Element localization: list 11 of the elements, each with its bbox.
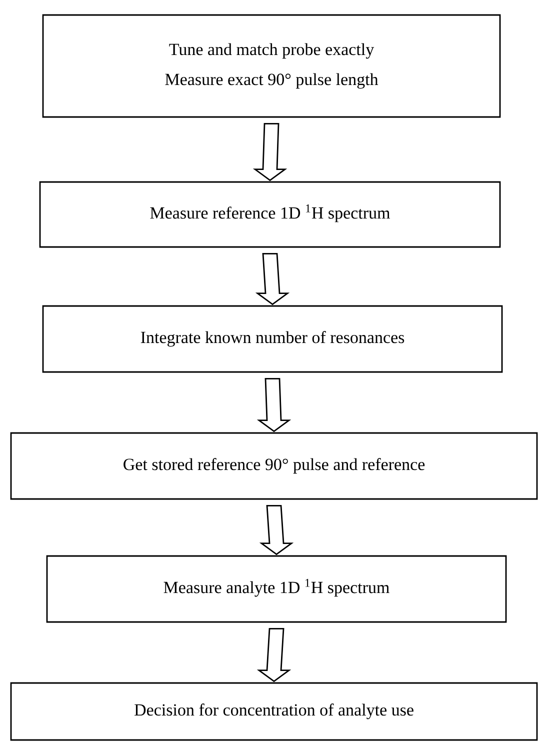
- block-arrow: [259, 505, 294, 556]
- process-box: Tune and match probe exactly Measure exact 90° pulse length: [42, 14, 501, 118]
- block-arrow: [255, 253, 290, 306]
- block-arrow: [256, 378, 292, 432]
- process-box: Integrate known number of resonances: [42, 305, 503, 373]
- process-box: Get stored reference 90° pulse and reference: [10, 432, 538, 500]
- process-box: Measure analyte 1D $^{1}$H spectrum: [46, 555, 507, 623]
- process-box: Decision for concentration of analyte use: [10, 682, 538, 741]
- block-arrow: [256, 628, 292, 682]
- block-arrow: [252, 123, 288, 182]
- process-box: Measure reference 1D $^{1}$H spectrum: [39, 181, 501, 248]
